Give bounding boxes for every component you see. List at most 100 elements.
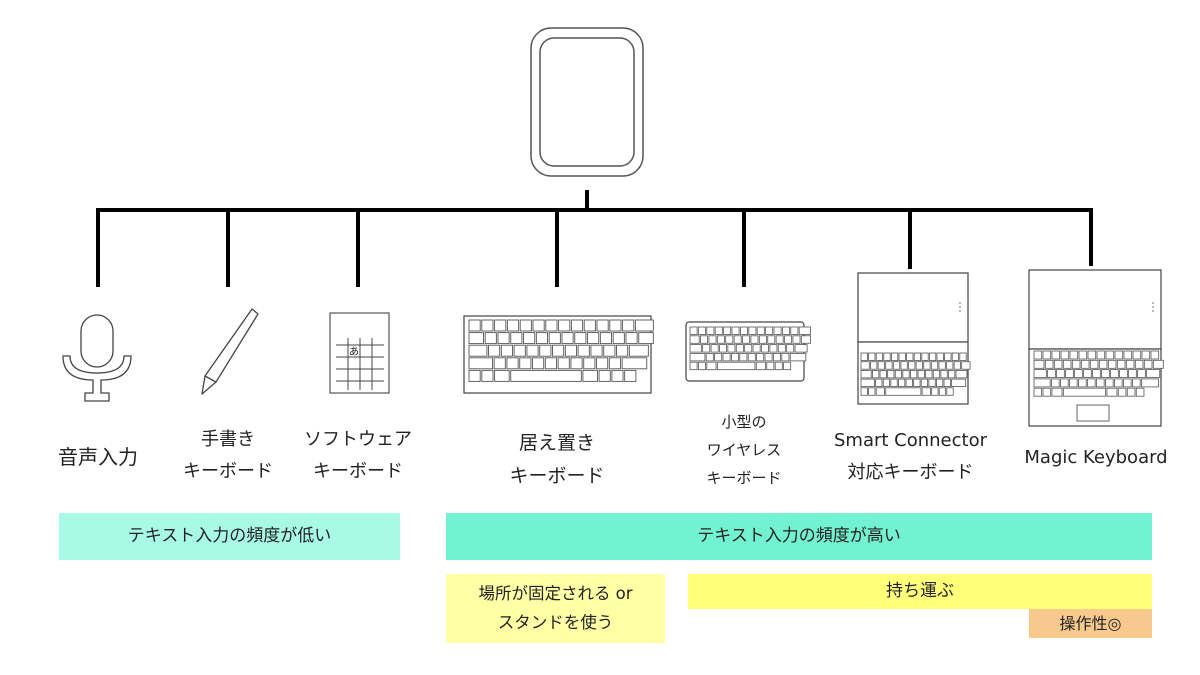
keycap xyxy=(481,319,494,332)
keycap xyxy=(923,361,931,370)
keycap xyxy=(468,332,485,345)
keycap xyxy=(545,319,558,332)
node-label-line: 対応キーボード xyxy=(847,462,974,484)
keycap xyxy=(1132,350,1142,360)
keycap xyxy=(1078,350,1088,360)
keycap xyxy=(898,378,906,388)
keycap xyxy=(769,344,778,353)
keycap xyxy=(570,319,584,332)
keycap xyxy=(616,344,629,357)
keycap xyxy=(946,361,954,370)
keycap xyxy=(716,361,756,371)
keycap xyxy=(1092,369,1101,379)
keycap xyxy=(885,387,922,396)
keycap xyxy=(936,378,944,388)
keycap xyxy=(706,361,717,371)
keycap xyxy=(1096,378,1105,388)
keycap xyxy=(892,361,901,370)
keycap xyxy=(716,335,725,344)
tree-connectors xyxy=(96,190,1093,287)
keycap xyxy=(951,352,960,361)
keycap xyxy=(731,352,739,362)
keycap xyxy=(756,326,765,335)
keycap xyxy=(488,344,501,357)
node-label-line: Smart Connector xyxy=(833,430,987,451)
keycap xyxy=(800,335,811,344)
keycap xyxy=(539,344,552,357)
keycap xyxy=(920,378,929,388)
keycap xyxy=(698,326,706,335)
keycap xyxy=(1069,350,1079,360)
keycap xyxy=(870,361,878,370)
keycap xyxy=(526,344,539,357)
keycap xyxy=(931,387,939,396)
keycap xyxy=(628,344,649,357)
keycap xyxy=(1042,350,1052,360)
keycap xyxy=(908,361,916,370)
keycap xyxy=(719,344,727,353)
tablet-trackpad-keyboard-icon xyxy=(1028,269,1164,427)
keycap xyxy=(1098,359,1108,369)
keycap xyxy=(1060,378,1069,388)
keycap xyxy=(1051,387,1063,397)
keycap xyxy=(727,344,736,353)
keycap xyxy=(1087,350,1097,360)
keycap xyxy=(1135,387,1145,397)
operability-bar: 操作性◎ xyxy=(1029,609,1152,638)
keycap xyxy=(506,319,520,332)
keycap xyxy=(1128,369,1137,379)
keycap xyxy=(596,319,609,332)
keycap xyxy=(900,361,908,370)
keycap xyxy=(608,357,621,370)
keycap xyxy=(513,344,526,357)
keycap xyxy=(875,352,884,361)
keycap xyxy=(929,352,937,361)
node-label-line: 居え置き xyxy=(518,432,595,454)
keycap xyxy=(767,335,776,344)
keycap xyxy=(1051,378,1060,388)
keycap xyxy=(887,369,895,379)
keycap xyxy=(519,319,532,332)
keycap xyxy=(609,319,622,332)
keycap xyxy=(1053,359,1063,369)
keycap xyxy=(1152,359,1164,369)
keycap xyxy=(590,344,603,357)
keycap xyxy=(493,357,506,370)
keycap xyxy=(698,361,706,371)
keycap xyxy=(946,387,954,396)
fixed-place-line: スタンドを使う xyxy=(497,612,614,632)
fixed-place-line: 場所が固定される or xyxy=(478,583,633,603)
keycap xyxy=(598,369,611,382)
keycap xyxy=(910,369,918,379)
keycap xyxy=(532,319,545,332)
keycap xyxy=(917,369,925,379)
keycap xyxy=(468,344,488,357)
keycap xyxy=(1119,369,1128,379)
keycap xyxy=(689,344,702,353)
keycap xyxy=(1125,359,1135,369)
keycap xyxy=(634,319,654,332)
tablet-icon xyxy=(530,27,644,177)
keycap xyxy=(790,326,799,335)
keycap xyxy=(875,378,883,388)
node-label-smart-connector: Smart Connector 対応キーボード xyxy=(823,425,998,490)
kana-grid-icon: あ xyxy=(329,312,390,394)
node-label-wireless: 小型の ワイヤレス キーボード xyxy=(684,409,804,492)
keycap xyxy=(1143,359,1153,369)
keycap xyxy=(583,357,596,370)
microphone-icon xyxy=(62,314,132,402)
keycap xyxy=(468,369,481,382)
keycap xyxy=(1074,369,1083,379)
keycap xyxy=(860,361,870,370)
keycap xyxy=(890,378,898,388)
keycap xyxy=(930,361,939,370)
keycap xyxy=(611,369,624,382)
keycap xyxy=(1065,369,1074,379)
keycap xyxy=(735,344,744,353)
node-label-stationary: 居え置き キーボード xyxy=(477,427,637,494)
node-label-line: キーボード xyxy=(509,465,605,488)
keycap xyxy=(891,352,899,361)
keycap xyxy=(731,326,740,335)
pencil-icon xyxy=(201,308,259,395)
